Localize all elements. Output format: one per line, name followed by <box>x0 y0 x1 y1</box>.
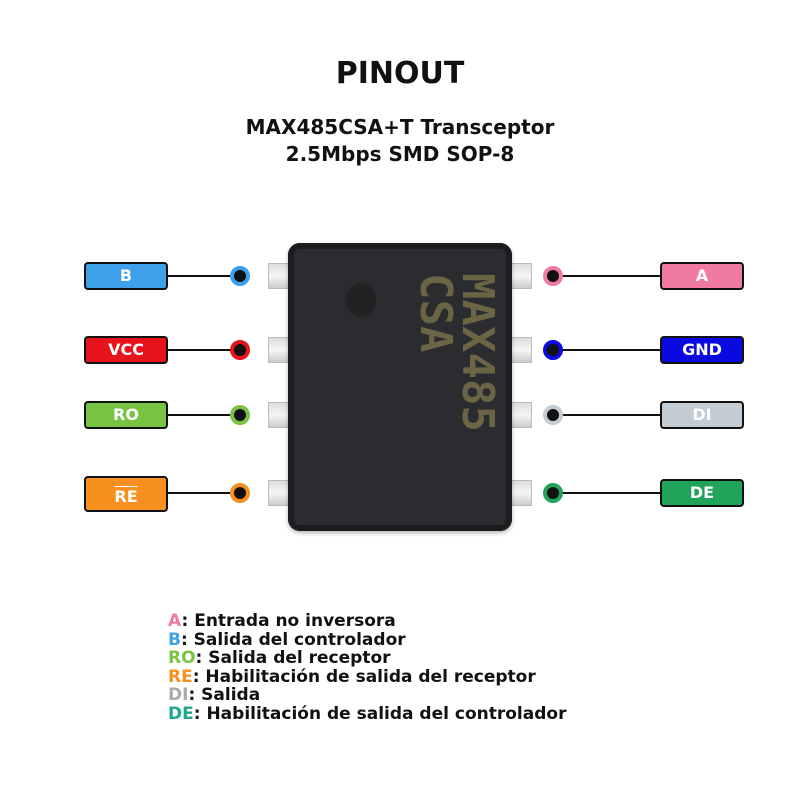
pin-lead <box>268 402 290 428</box>
legend-desc: : Entrada no inversora <box>181 611 396 631</box>
legend-desc: : Habilitación de salida del controlador <box>193 703 567 724</box>
pin-label-gnd: GND <box>660 336 744 364</box>
pin-label-text: DI <box>692 405 712 424</box>
pin-lead <box>268 337 290 363</box>
legend-desc: : Salida del controlador <box>180 629 406 650</box>
pin-label-vcc: VCC <box>84 336 168 364</box>
pin-label-text: RO <box>113 405 139 424</box>
legend-item: RE: Habilitación de salida del receptor <box>168 666 566 687</box>
pin-wire <box>168 492 240 494</box>
pin-lead <box>510 480 532 506</box>
legend-key: DI <box>168 685 189 705</box>
pin-label-di: DI <box>660 401 744 429</box>
pin1-dot <box>346 283 376 317</box>
pin-wire <box>168 275 240 277</box>
pin-lead <box>268 480 290 506</box>
pin-wire <box>560 414 662 416</box>
pin-marker <box>543 405 563 425</box>
legend-key: DE <box>168 703 194 724</box>
pin-label-ro: RO <box>84 401 168 429</box>
page-title: PINOUT <box>335 56 465 91</box>
legend-key: RO <box>168 648 196 668</box>
legend-item: DI: Salida <box>168 686 566 705</box>
legend-desc: : Salida del receptor <box>195 648 391 668</box>
pin-marker <box>230 405 250 425</box>
legend-item: RO: Salida del receptor <box>168 649 566 668</box>
pin-lead <box>510 337 532 363</box>
pin-label-b: B <box>84 262 168 290</box>
pin-label-text: A <box>695 266 709 285</box>
legend-item: DE: Habilitación de salida del controlad… <box>168 703 567 724</box>
pin-lead <box>510 402 532 428</box>
pin-wire <box>168 349 240 351</box>
pin-wire <box>560 349 662 351</box>
pin-marker <box>230 483 250 503</box>
legend-key: B <box>168 629 181 650</box>
legend-desc: : Habilitación de salida del receptor <box>192 666 536 687</box>
subtitle-line-1: MAX485CSA+T Transceptor <box>245 115 555 139</box>
pin-label-text: VCC <box>108 340 144 359</box>
pin-wire <box>560 492 662 494</box>
legend-desc: : Salida <box>188 685 261 705</box>
pin-marker <box>543 340 563 360</box>
pin-marker <box>543 266 563 286</box>
pin-label-text: RE <box>114 487 138 506</box>
ic-chip: MAX485 CSA <box>288 243 512 531</box>
subtitle: MAX485CSA+T Transceptor 2.5Mbps SMD SOP-… <box>0 114 800 168</box>
legend-key: A <box>168 611 182 631</box>
legend-item: A: Entrada no inversora <box>168 612 566 631</box>
pin-label-text: B <box>119 266 133 285</box>
legend-item: B: Salida del controlador <box>168 629 566 650</box>
pin-label-de: DE <box>660 479 744 507</box>
pin-label-text: DE <box>689 483 715 502</box>
pin-marker <box>543 483 563 503</box>
chip-marking: MAX485 CSA <box>410 273 503 432</box>
pin-marker <box>230 340 250 360</box>
pin-marker <box>230 266 250 286</box>
legend-key: RE <box>168 666 193 687</box>
pin-label-a: A <box>660 262 744 290</box>
pin-wire <box>168 414 240 416</box>
subtitle-line-2: 2.5Mbps SMD SOP-8 <box>285 142 515 166</box>
pin-lead <box>510 263 532 289</box>
pin-label-text: GND <box>682 340 722 359</box>
pin-label-re: RE <box>84 476 168 512</box>
pin-lead <box>268 263 290 289</box>
pin-wire <box>560 275 662 277</box>
